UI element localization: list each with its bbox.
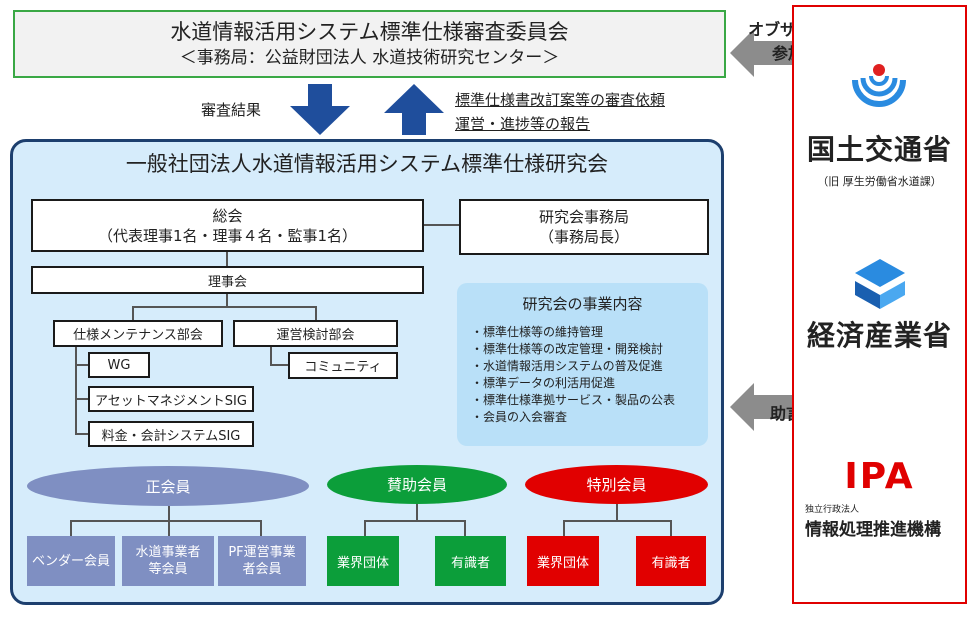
general-assembly-label: 総会 [212,206,243,225]
down-arrow [290,84,350,135]
meti-name: 経済産業省 [806,319,952,352]
secretariat-head: （事務局長） [538,228,629,246]
connector [70,520,260,522]
connector [670,520,672,536]
ipa-name: 情報処理推進機構 [805,520,941,540]
connector [132,306,134,320]
mlit-note: （旧 厚生労働省水道課） [817,175,942,188]
advice-arrow [730,383,792,431]
meti-logo-icon [855,259,905,309]
committee-title: 水道情報活用システム標準仕様審査委員会 [170,20,569,44]
community-box: コミュニティ [288,352,398,379]
connector [70,520,72,536]
pf-operator-member-box: PF運営事業者会員 [218,536,306,586]
connector [75,364,88,366]
connector [168,520,170,536]
review-arrows [290,84,444,135]
special-expert-box: 有識者 [636,536,706,586]
special-industry-group-box: 業界団体 [527,536,599,586]
vendor-member-box: ベンダー会員 [27,536,115,586]
connector [364,520,366,536]
connector [75,433,88,435]
mlit-logo-icon [852,64,906,107]
ipa-small-label: 独立行政法人 [805,505,860,515]
connector [132,306,315,308]
association-title: 一般社団法人水道情報活用システム標準仕様研究会 [125,152,609,176]
supporting-member-ellipse: 賛助会員 [327,465,507,504]
up-arrow-label-2: 運営・進捗等の報告 [455,115,591,133]
observer-arrow [730,29,792,77]
ipa-logo: IPA [844,456,915,497]
connector [424,224,460,226]
regular-member-ellipse: 正会員 [27,466,309,506]
down-arrow-label: 審査結果 [201,101,262,119]
business-item: ・会員の入会審査 [471,410,568,424]
connector [260,520,262,536]
business-content-title: 研究会の事業内容 [522,295,643,313]
business-item: ・水道情報活用システムの普及促進 [471,359,663,373]
water-utility-member-box: 水道事業者等会員 [122,536,214,586]
operations-dept: 運営検討部会 [233,320,398,347]
mlit-name: 国土交通省 [806,133,952,166]
asset-management-sig: アセットマネジメントSIG [88,386,254,412]
connector [270,346,272,366]
connector [168,506,170,520]
connector [270,364,288,366]
billing-sig: 料金・会計システムSIG [88,421,254,447]
supporting-expert-box: 有識者 [435,536,506,586]
committee-subtitle: ＜事務局：公益財団法人 水道技術研究センター＞ [179,48,560,68]
up-arrow [384,84,444,135]
connector [464,520,466,536]
secretariat-label: 研究会事務局 [538,208,629,226]
up-arrow-label-1: 標準仕様書改訂案等の審査依頼 [455,91,666,109]
general-assembly-composition: （代表理事1名・理事４名・監事1名） [97,226,358,245]
spec-maintenance-dept: 仕様メンテナンス部会 [53,320,223,347]
connector [75,346,77,434]
secretariat-box: 研究会事務局 （事務局長） [459,199,709,255]
business-item: ・標準データの利活用促進 [471,376,616,390]
review-committee-box: 水道情報活用システム標準仕様審査委員会 ＜事務局：公益財団法人 水道技術研究セン… [13,10,726,78]
supporting-industry-group-box: 業界団体 [327,536,399,586]
connector [616,504,618,520]
connector [226,252,228,266]
board-box: 理事会 [31,266,424,294]
connector [416,504,418,520]
connector [364,520,464,522]
business-content-box: 研究会の事業内容 ・標準仕様等の維持管理 ・標準仕様等の改定管理・開発検討 ・水… [457,283,708,446]
business-item: ・標準仕様等の維持管理 [471,325,604,339]
special-member-ellipse: 特別会員 [525,465,708,504]
connector [563,520,565,536]
business-item: ・標準仕様等の改定管理・開発検討 [471,342,664,356]
connector [226,294,228,306]
wg-box: WG [88,352,150,378]
connector [75,398,88,400]
connector [563,520,670,522]
general-assembly-box: 総会 （代表理事1名・理事４名・監事1名） [31,199,424,252]
business-item: ・標準仕様準拠サービス・製品の公表 [471,393,676,407]
connector [315,306,317,320]
